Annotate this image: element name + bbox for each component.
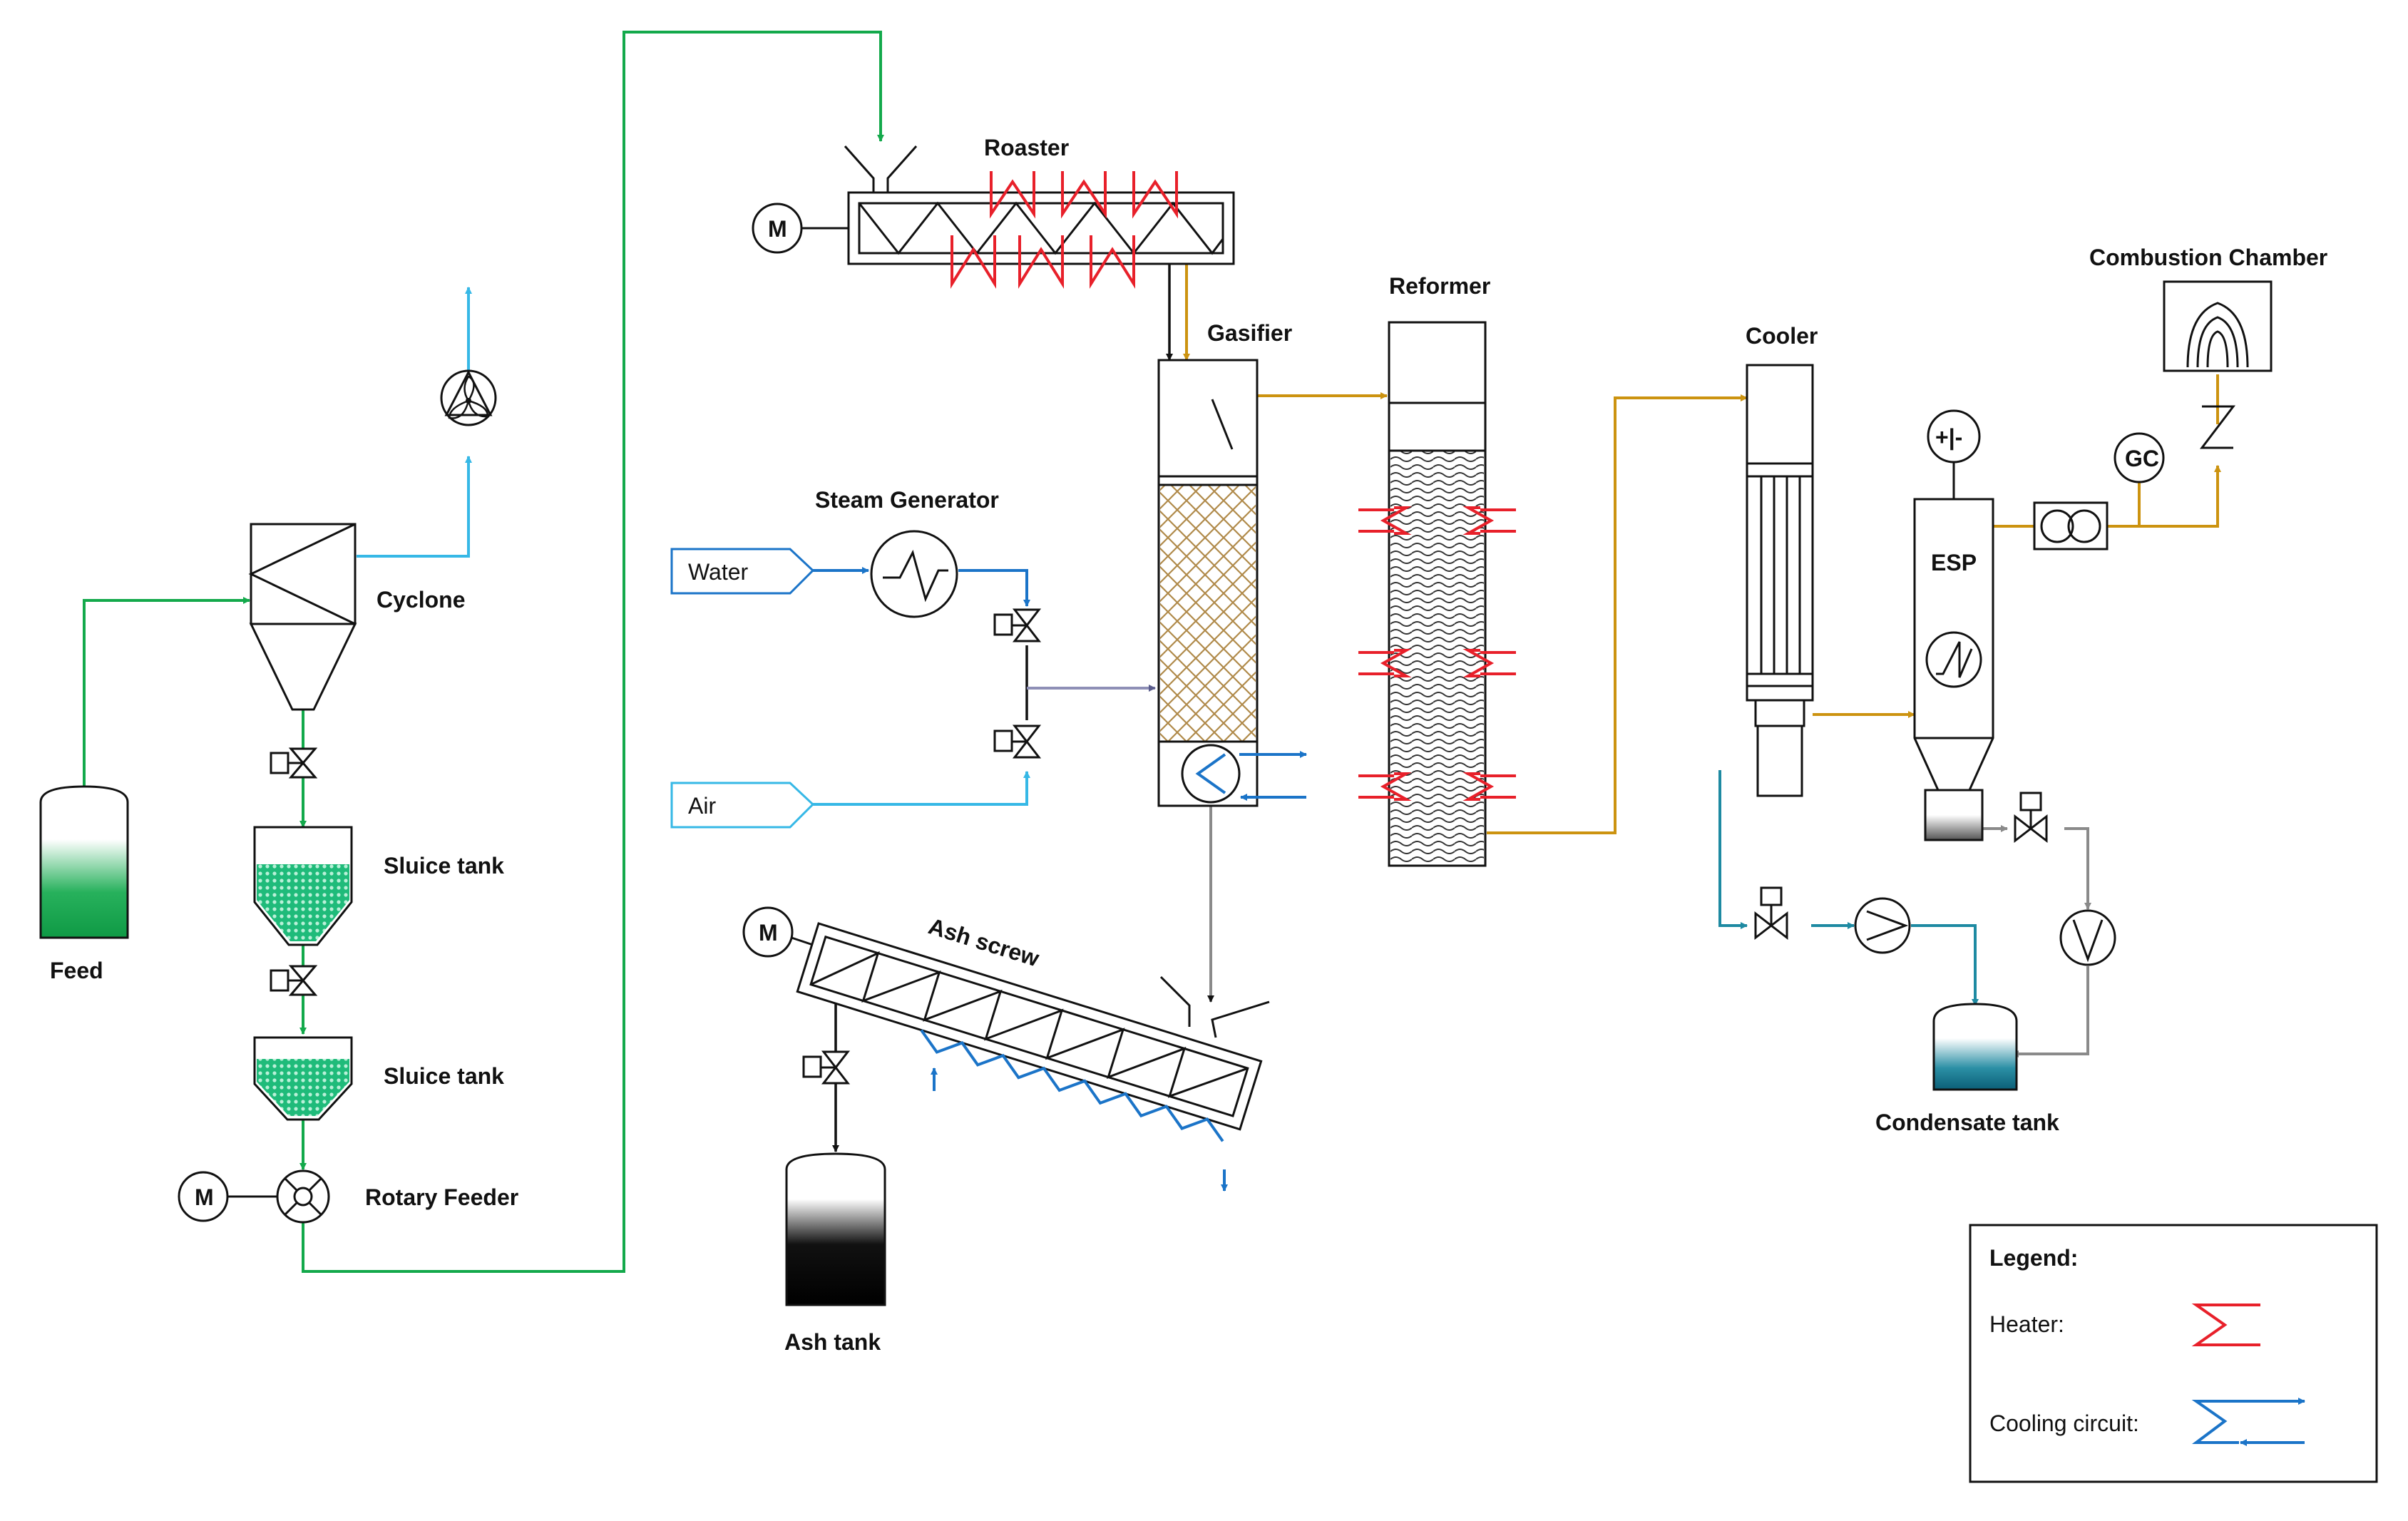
sluice-tank-2: Sluice tank — [253, 1036, 504, 1121]
condensate-tank: Condensate tank — [1875, 1003, 2059, 1135]
condensate-pump-1[interactable] — [1854, 897, 1911, 954]
cyclone-valve[interactable] — [270, 747, 318, 779]
feeder-to-roaster-line — [302, 31, 884, 1273]
legend-cooling-label: Cooling circuit: — [1989, 1410, 2139, 1436]
water-label: Water — [688, 559, 749, 585]
roaster: M Roaster — [752, 135, 1235, 289]
cooler-drain-valve[interactable] — [1754, 886, 1788, 941]
cooler-condensate-line — [1718, 770, 1748, 929]
pipes — [83, 31, 2221, 1273]
esp: +|- ESP — [1913, 409, 1994, 841]
svg-text:M: M — [768, 216, 787, 242]
gasifier: Gasifier — [1157, 320, 1307, 807]
feed-label: Feed — [50, 958, 103, 983]
pump-to-condensate-line — [1911, 924, 1979, 1006]
gasifier-label: Gasifier — [1207, 320, 1292, 346]
legend: Legend: Heater: Cooling circuit: — [1969, 1224, 2378, 1483]
legend-cooling-symbol — [2191, 1398, 2305, 1446]
esp-label: ESP — [1931, 550, 1977, 575]
condensate-pump-2[interactable] — [2059, 909, 2116, 966]
gas-blower[interactable] — [2033, 501, 2109, 550]
reformer-label: Reformer — [1389, 273, 1490, 299]
reformer: Reformer — [1358, 273, 1516, 867]
svg-text:M: M — [759, 920, 778, 946]
exhaust-fan — [440, 369, 497, 426]
legend-heater-label: Heater: — [1989, 1311, 2064, 1337]
air-valve[interactable] — [993, 724, 1042, 759]
steam-valve[interactable] — [993, 608, 1042, 642]
water-input: Water — [670, 548, 815, 595]
sluice-tank-1-label: Sluice tank — [384, 853, 504, 879]
cyclone-gas-line — [357, 456, 472, 558]
roaster-label: Roaster — [984, 135, 1069, 160]
gc-label: GC — [2125, 446, 2159, 471]
cooler-label: Cooler — [1746, 323, 1818, 349]
gasifier-cooling-coil — [1181, 744, 1307, 804]
gas-chromatograph: GC — [2114, 432, 2165, 483]
flame-arrester — [2199, 405, 2236, 449]
sluice-tank-1: Sluice tank — [253, 826, 504, 946]
reformer-heaters — [1358, 506, 1516, 801]
rotary-feeder[interactable]: M Rotary Feeder — [178, 1169, 518, 1224]
esp-drain-valve[interactable] — [2014, 792, 2048, 844]
ash-screw-motor — [742, 906, 794, 958]
air-input: Air — [670, 782, 815, 829]
rotary-feeder-label: Rotary Feeder — [365, 1184, 518, 1210]
feed-to-cyclone-line — [83, 597, 250, 790]
air-line — [811, 771, 1030, 806]
combustion-chamber: Combustion Chamber — [2089, 245, 2327, 372]
cyclone-label: Cyclone — [376, 587, 465, 613]
condensate-tank-label: Condensate tank — [1875, 1110, 2059, 1135]
air-label: Air — [688, 793, 716, 819]
ash-valve[interactable] — [802, 1050, 851, 1085]
svg-text:M: M — [195, 1184, 214, 1210]
ash-tank: Ash tank — [784, 1152, 886, 1355]
legend-title: Legend: — [1989, 1245, 2078, 1271]
blower-to-combustion-line — [2107, 465, 2221, 528]
sluice-tank-2-label: Sluice tank — [384, 1063, 504, 1089]
legend-heater-symbol — [2191, 1304, 2260, 1346]
cooler: Cooler — [1746, 323, 1818, 797]
steam-line — [958, 569, 1030, 607]
feed-tank: Feed — [39, 785, 129, 983]
combustion-chamber-label: Combustion Chamber — [2089, 245, 2327, 270]
reformer-to-cooler-line — [1487, 394, 1748, 834]
ash-screw: M Ash screw — [742, 906, 1270, 1192]
steam-generator: Steam Generator — [815, 487, 999, 618]
cyclone: Cyclone — [248, 523, 465, 711]
steam-generator-label: Steam Generator — [815, 487, 999, 513]
esp-valve-to-pump-line — [2064, 827, 2091, 910]
sluice-valve[interactable] — [270, 965, 318, 996]
ash-tank-label: Ash tank — [784, 1329, 881, 1355]
svg-text:+|-: +|- — [1935, 424, 1962, 450]
esp-pump-to-tank-line — [2012, 966, 2089, 1057]
roaster-heaters — [951, 171, 1178, 289]
